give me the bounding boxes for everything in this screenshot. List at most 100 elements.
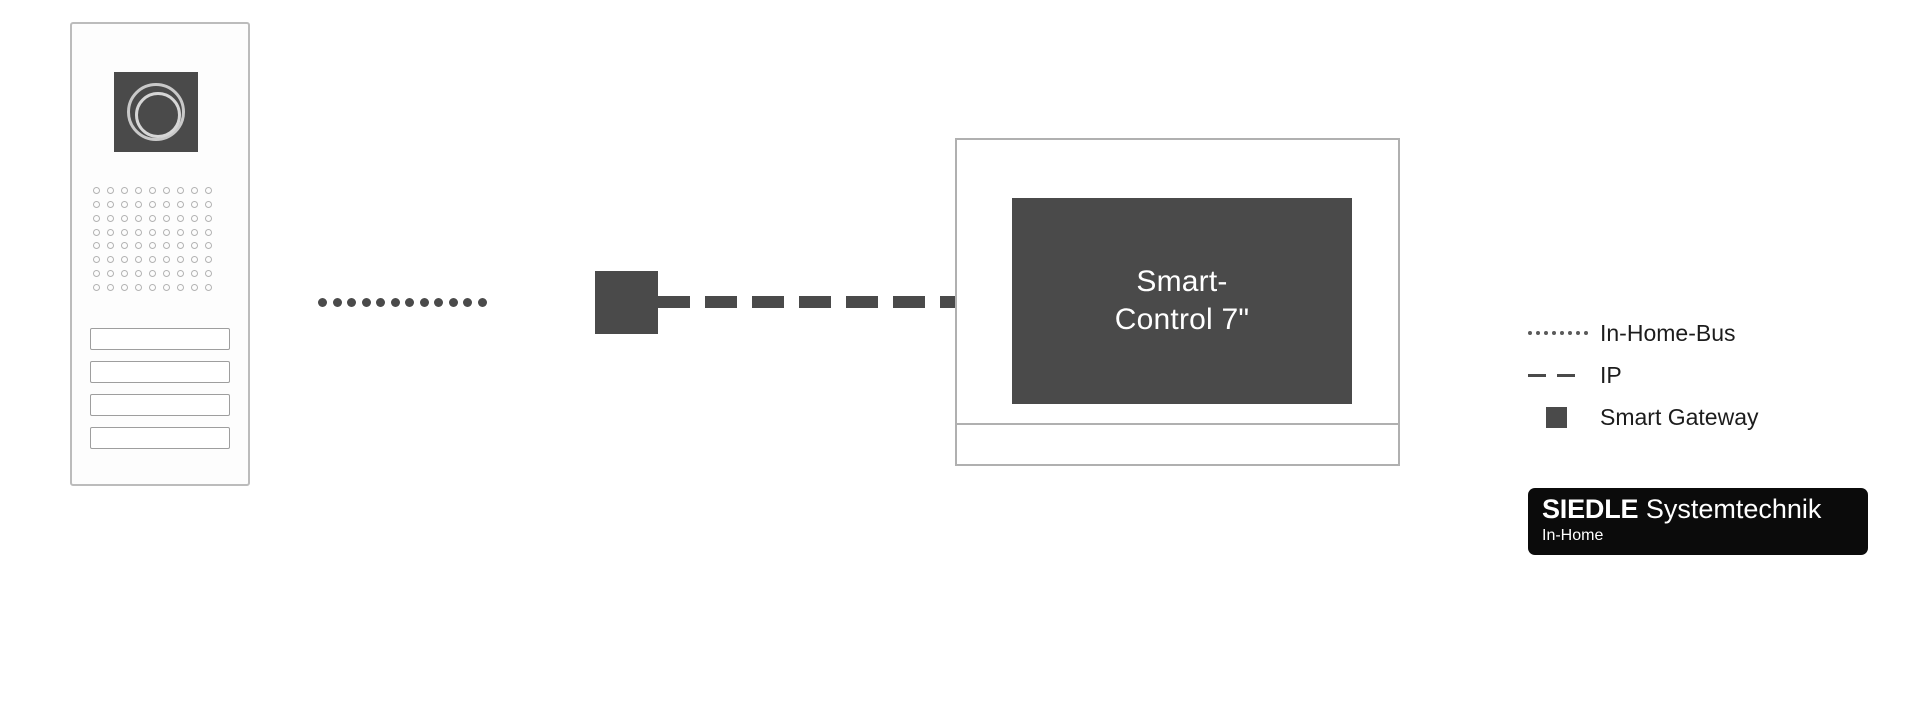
grille-dot xyxy=(204,242,212,250)
grille-dot xyxy=(121,242,129,250)
grille-dot xyxy=(162,269,170,277)
grille-dot xyxy=(121,283,129,291)
grille-dot xyxy=(162,242,170,250)
grille-dot xyxy=(93,187,101,195)
camera-module xyxy=(114,72,198,152)
call-button-group xyxy=(90,328,230,460)
ip-dash-segment xyxy=(752,296,784,308)
grille-dot xyxy=(93,256,101,264)
grille-dot xyxy=(107,214,115,222)
legend-dot xyxy=(1528,331,1532,335)
grille-dot xyxy=(148,228,156,236)
in-home-bus-connection xyxy=(318,298,487,307)
monitor-speaker-divider xyxy=(957,423,1398,425)
grille-dot xyxy=(121,269,129,277)
grille-dot xyxy=(204,201,212,209)
grille-dot xyxy=(162,228,170,236)
bus-dot xyxy=(332,298,342,307)
grille-dot xyxy=(107,242,115,250)
legend-item-ip: IP xyxy=(1528,354,1858,396)
speaker-grille xyxy=(90,184,215,294)
monitor-screen: Smart- Control 7" xyxy=(1012,198,1352,404)
camera-lens-inner-ring xyxy=(135,92,181,138)
legend-label-in-home-bus: In-Home-Bus xyxy=(1600,319,1736,346)
bus-dot xyxy=(376,298,385,307)
grille-dot xyxy=(176,201,184,209)
bus-dot xyxy=(361,298,371,307)
grille-dot xyxy=(204,214,212,222)
grille-dot xyxy=(121,256,129,264)
grille-dot xyxy=(93,214,101,222)
gateway-swatch xyxy=(1546,406,1567,428)
grille-dot xyxy=(107,256,115,264)
grille-dot xyxy=(135,283,143,291)
grille-dot xyxy=(176,187,184,195)
grille-dot xyxy=(107,269,115,277)
bus-dot xyxy=(318,298,327,307)
ip-dash-segment xyxy=(940,296,958,308)
call-button[interactable] xyxy=(90,361,230,383)
smart-control-monitor: Smart- Control 7" xyxy=(955,138,1400,466)
ip-dash-segment xyxy=(705,296,737,308)
grille-dot xyxy=(176,214,184,222)
camera-lens-outer-ring xyxy=(127,83,185,141)
grille-dot xyxy=(162,256,170,264)
monitor-screen-line-1: Smart- xyxy=(1136,264,1228,298)
grille-dot xyxy=(176,256,184,264)
grille-dot xyxy=(107,228,115,236)
bus-dot xyxy=(419,298,429,307)
grille-dot xyxy=(93,228,101,236)
grille-dot xyxy=(204,256,212,264)
legend-dot xyxy=(1560,331,1564,335)
legend-dot xyxy=(1536,331,1540,335)
grille-dot xyxy=(148,269,156,277)
grille-dot xyxy=(121,228,129,236)
call-button[interactable] xyxy=(90,427,230,449)
grille-dot xyxy=(148,214,156,222)
grille-dot xyxy=(93,269,101,277)
legend-label-ip: IP xyxy=(1600,361,1622,388)
grille-dot xyxy=(135,187,143,195)
grille-dot xyxy=(204,269,212,277)
legend-dot xyxy=(1568,331,1572,335)
grille-dot xyxy=(176,283,184,291)
grille-dot xyxy=(204,228,212,236)
grille-dot xyxy=(176,228,184,236)
grille-dot xyxy=(121,214,129,222)
grille-dot xyxy=(148,201,156,209)
monitor-screen-label: Smart- Control 7" xyxy=(1115,263,1249,340)
dashed-line-icon xyxy=(1528,373,1588,377)
grille-dot xyxy=(93,201,101,209)
ip-dash-segment xyxy=(799,296,831,308)
grille-dot xyxy=(190,187,198,195)
bus-dot xyxy=(347,298,356,307)
grille-dot xyxy=(190,201,198,209)
grille-dot xyxy=(204,283,212,291)
grille-dot xyxy=(190,214,198,222)
grille-dot xyxy=(190,242,198,250)
logo-primary-line: SIEDLE Systemtechnik xyxy=(1542,495,1868,523)
smart-gateway-node xyxy=(595,271,658,334)
grille-dot xyxy=(148,283,156,291)
ip-dash-segment xyxy=(658,296,690,308)
call-button[interactable] xyxy=(90,328,230,350)
legend-dot xyxy=(1576,331,1580,335)
door-station xyxy=(70,22,250,486)
grille-dot xyxy=(148,242,156,250)
legend-item-in-home-bus: In-Home-Bus xyxy=(1528,312,1858,354)
grille-dot xyxy=(121,201,129,209)
grille-dot xyxy=(190,283,198,291)
legend-dot xyxy=(1584,331,1588,335)
monitor-screen-line-2: Control 7" xyxy=(1114,303,1250,336)
grille-dot xyxy=(204,187,212,195)
call-button[interactable] xyxy=(90,394,230,416)
dotted-line-icon xyxy=(1528,331,1588,335)
siedle-logo-badge: SIEDLE Systemtechnik In-Home xyxy=(1528,488,1868,555)
grille-dot xyxy=(107,187,115,195)
ip-connection xyxy=(658,296,958,308)
ip-dash-segment xyxy=(893,296,925,308)
ip-dash-segment xyxy=(846,296,878,308)
grille-dot xyxy=(190,256,198,264)
grille-dot xyxy=(162,214,170,222)
